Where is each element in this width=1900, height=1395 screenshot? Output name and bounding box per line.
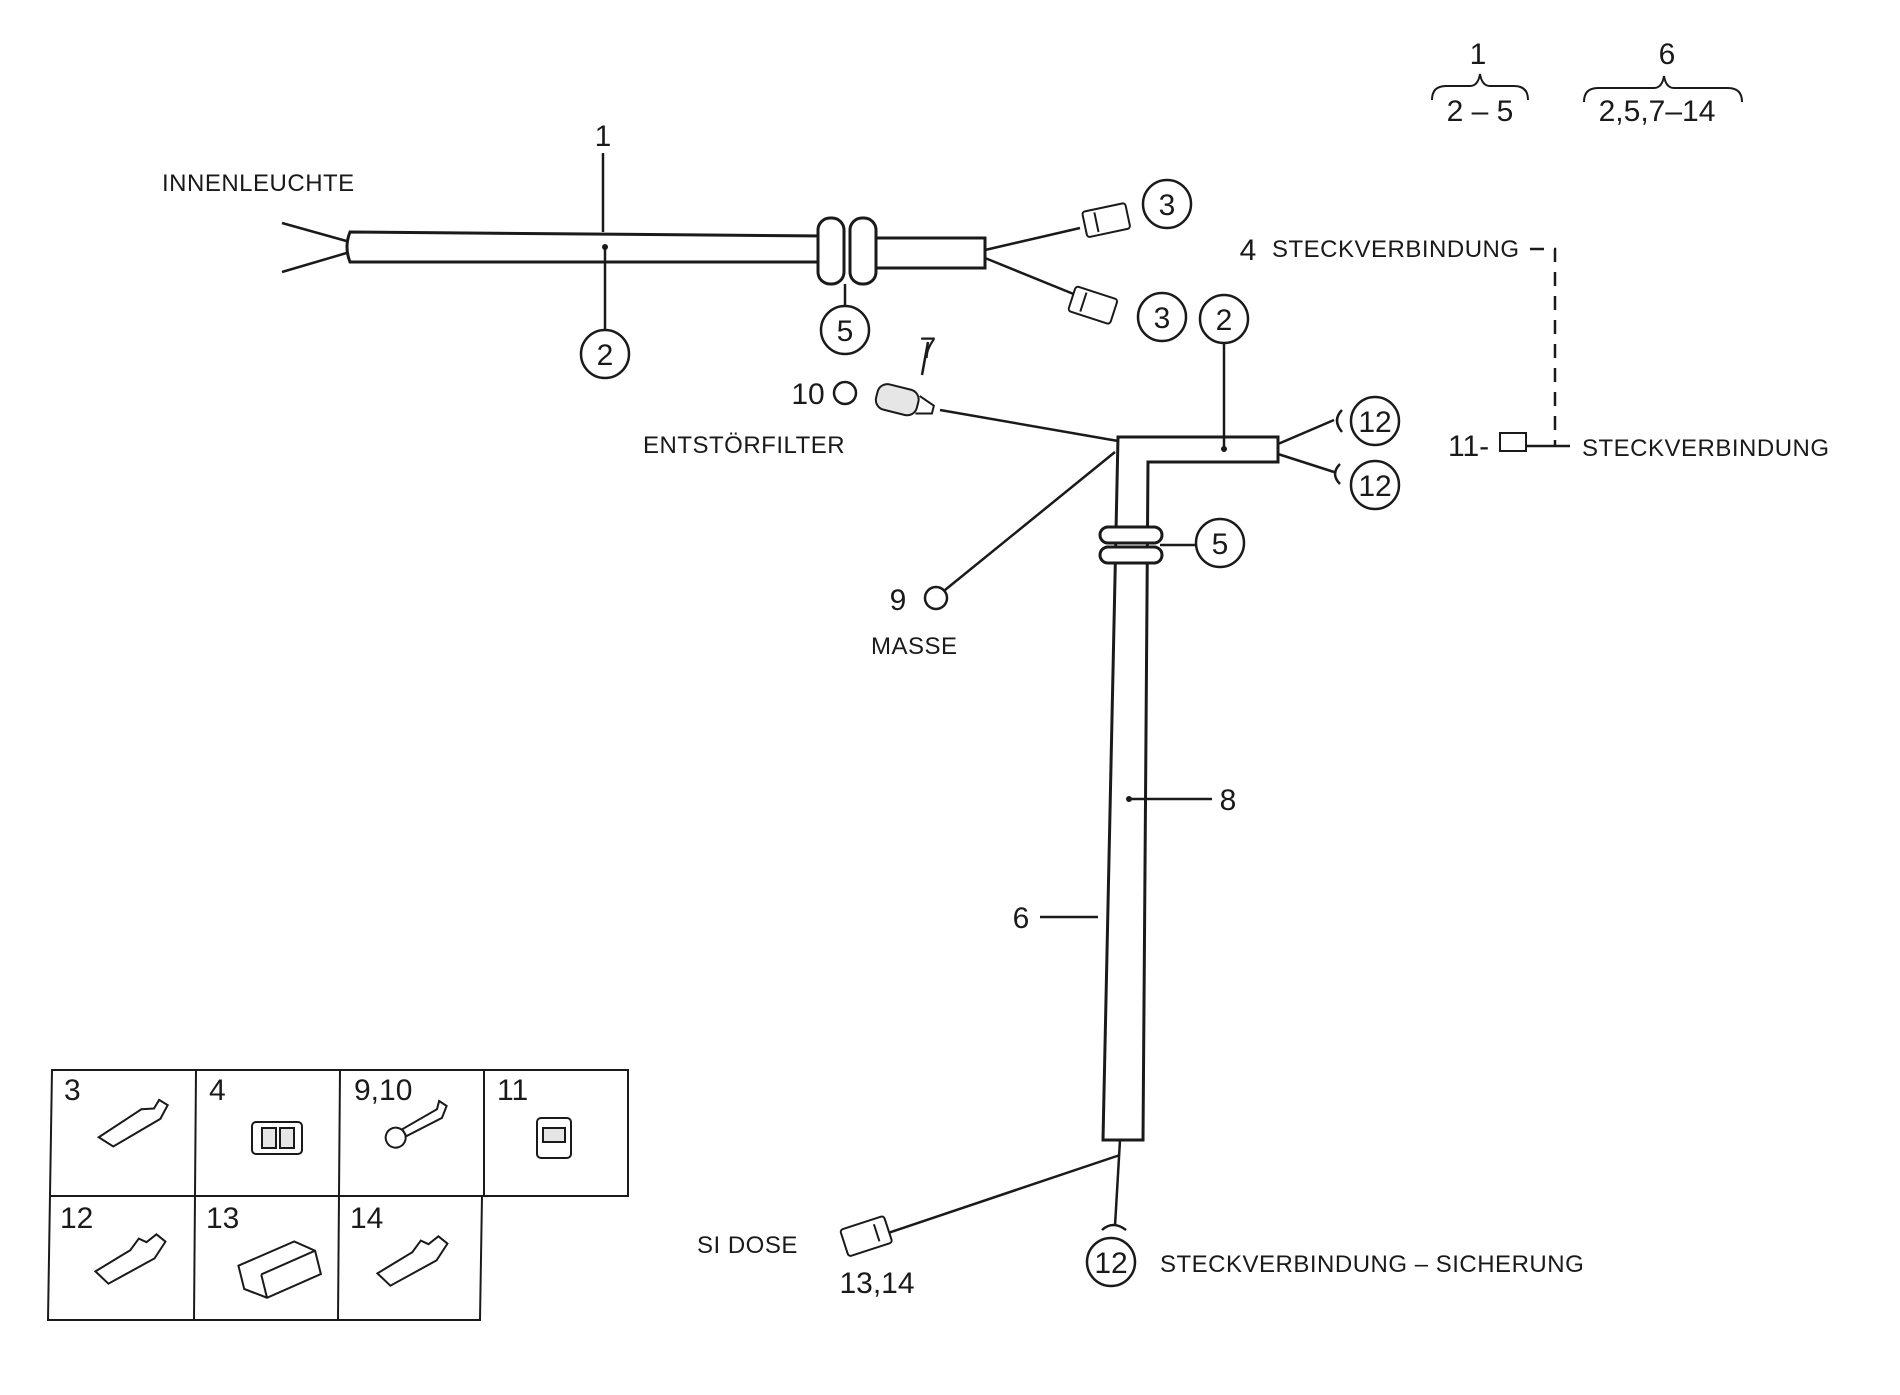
callout-5: 5 (1212, 528, 1229, 561)
dashed-link (1530, 247, 1557, 445)
group-6-items: 2,5,7–14 (1599, 95, 1716, 128)
callout-13-14: 13,14 (839, 1267, 914, 1300)
callout-circle (1085, 1236, 1137, 1288)
connector-housing-icon (251, 1121, 303, 1155)
callout-2: 2 (597, 339, 614, 372)
callout-12-c: 12 (1094, 1247, 1127, 1280)
plug-connection: 4 STECKVERBINDUNG 11- STECKVERBINDUNG (1240, 234, 1830, 463)
callout-3-upper: 3 (1159, 189, 1176, 222)
table-cell: 14 (350, 1202, 449, 1287)
ring-terminal-icon (832, 380, 858, 406)
cable-sheath (1101, 435, 1280, 1142)
harness-6: 5 2 12 12 7 10 ENTSTÖRFILTER 9 MASSE 8 (643, 293, 1584, 1300)
receptacle-icon (1101, 1223, 1127, 1232)
entstoerfilter-label: ENTSTÖRFILTER (643, 432, 845, 459)
cable-sheath (345, 230, 827, 264)
steckverbindung-4-label: STECKVERBINDUNG (1272, 236, 1520, 263)
callout-6: 6 (1013, 902, 1030, 935)
callout-7: 7 (920, 332, 937, 365)
callout-9: 9 (890, 584, 907, 617)
callout-1: 1 (595, 120, 612, 153)
group-1-head: 1 (1470, 38, 1487, 71)
grommet-icon (1098, 525, 1164, 545)
callout-4: 4 (1240, 234, 1257, 267)
table-divider (193, 1069, 197, 1321)
callout-8: 8 (1220, 784, 1237, 817)
si-dose-label: SI DOSE (697, 1232, 798, 1259)
fuse-box-connector-icon (839, 1215, 893, 1257)
table-cell: 4 (209, 1074, 303, 1155)
steckverbindung-sicherung-label: STECKVERBINDUNG – SICHERUNG (1160, 1251, 1584, 1278)
group-bracket-6: 6 2,5,7–14 (1583, 38, 1743, 128)
grommet-icon (848, 216, 878, 286)
callout-circle (1141, 178, 1193, 230)
callout-12-b: 12 (1358, 470, 1391, 503)
si-dose-wire (887, 1153, 1121, 1235)
steckverbindung-11-label: STECKVERBINDUNG (1582, 435, 1830, 462)
callout-circle (819, 304, 871, 356)
flat-connector-icon (1081, 202, 1131, 238)
harness-1: INNENLEUCHTE 1 2 5 3 3 (162, 120, 1193, 380)
callout-2: 2 (1216, 304, 1233, 337)
callout-circle (579, 328, 631, 380)
branch-wires (1277, 418, 1335, 474)
brace-icon (1583, 75, 1743, 103)
group-bracket-1: 1 2 – 5 (1431, 38, 1529, 128)
brace-icon (1431, 73, 1529, 101)
cell-label: 13 (206, 1202, 239, 1235)
table-cell: 9,10 (354, 1074, 448, 1149)
callout-circle (1194, 517, 1246, 569)
group-6-head: 6 (1659, 38, 1676, 71)
ground-wire (944, 451, 1116, 591)
table-cell: 11 (497, 1074, 572, 1159)
table-cell: 13 (206, 1202, 323, 1299)
leader-7 (920, 341, 930, 376)
suppression-filter-icon (874, 383, 935, 417)
plug-housing-icon (1499, 432, 1527, 452)
callout-circle (1349, 395, 1401, 447)
table-cell: 3 (64, 1074, 170, 1148)
group-1-items: 2 – 5 (1447, 95, 1514, 128)
ring-terminal-icon (384, 1099, 448, 1149)
callout-10: 10 (791, 378, 824, 411)
masse-label: MASSE (871, 633, 958, 660)
table-divider (337, 1069, 341, 1321)
receptacle-terminal-icon (375, 1235, 449, 1287)
parts-table: 3 4 9,10 11 (46, 1069, 629, 1321)
callout-12-a: 12 (1358, 406, 1391, 439)
fuse-wire (1113, 1139, 1122, 1227)
innenleuchte-label: INNENLEUCHTE (162, 170, 355, 197)
cell-label: 3 (64, 1074, 81, 1107)
callout-3-lower: 3 (1154, 302, 1171, 335)
wire-ends-icon (281, 221, 351, 274)
plug-housing-icon (536, 1117, 572, 1159)
callout-circle (1198, 293, 1250, 345)
cell-label: 14 (350, 1202, 383, 1235)
receptacle-terminal-icon (93, 1233, 167, 1285)
grommet-icon (1098, 545, 1164, 565)
fuse-box-connector-icon (237, 1240, 323, 1299)
grommet-icon (816, 216, 846, 286)
callout-circle (1349, 459, 1401, 511)
callout-circle (1136, 291, 1188, 343)
flat-terminal-icon (96, 1098, 170, 1148)
receptacle-icon (1333, 463, 1341, 485)
cell-label: 12 (60, 1202, 93, 1235)
branch-wires (984, 226, 1081, 297)
cell-label: 11 (497, 1074, 528, 1107)
ring-terminal-icon (923, 585, 949, 611)
cell-label: 4 (209, 1074, 226, 1107)
filter-wire (939, 408, 1119, 443)
callout-5: 5 (837, 315, 854, 348)
table-cell: 12 (60, 1202, 167, 1285)
cell-label: 9,10 (354, 1074, 412, 1107)
callout-11: 11- (1448, 430, 1489, 463)
flat-connector-icon (1067, 285, 1119, 325)
receptacle-icon (1335, 409, 1343, 433)
